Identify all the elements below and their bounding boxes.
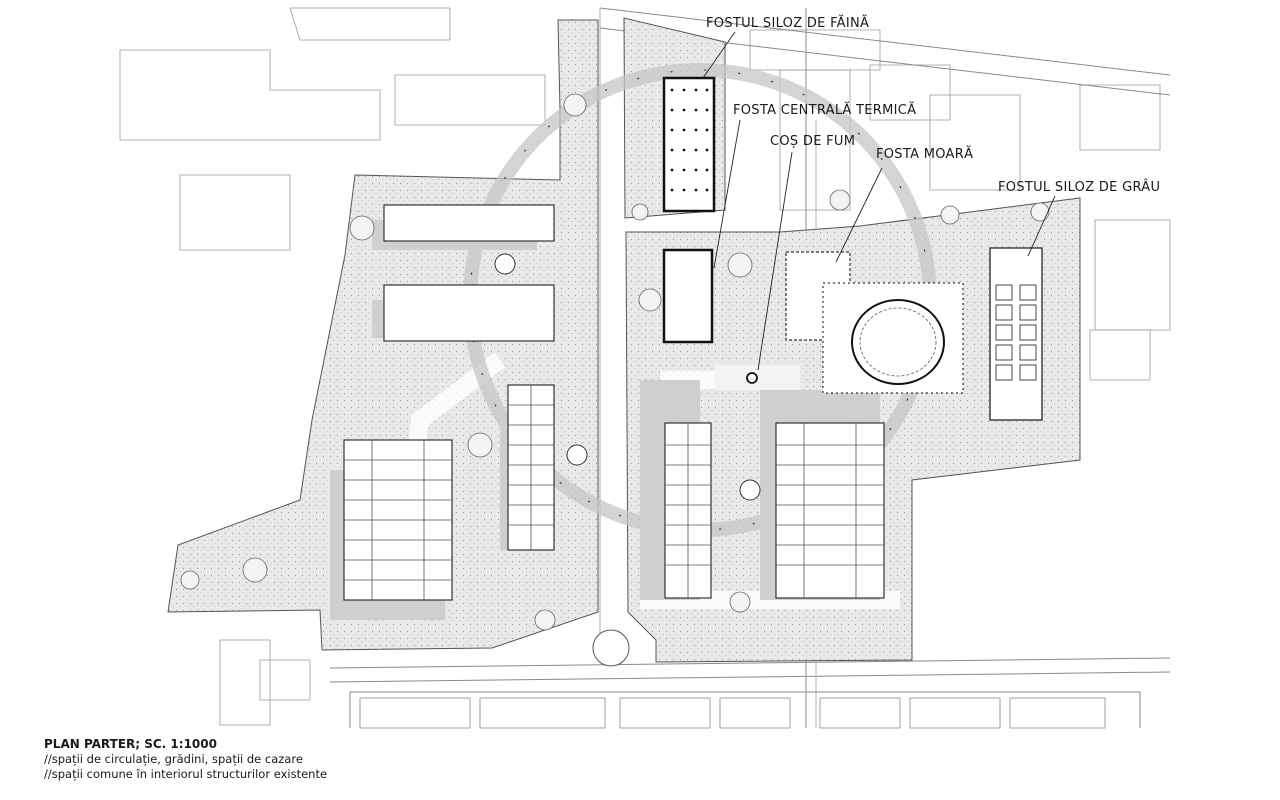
label-chimney: COȘ DE FUM <box>770 134 855 149</box>
street-blocks <box>359 697 1106 729</box>
caption-line-circulation: //spații de circulație, grădini, spații … <box>44 752 303 766</box>
thermal-plant-building <box>662 248 714 344</box>
oval-hall <box>851 299 945 385</box>
caption-title: PLAN PARTER; SC. 1:1000 <box>44 737 217 751</box>
plan-caption: PLAN PARTER; SC. 1:1000 //spații de circ… <box>44 736 327 782</box>
chimney <box>715 365 800 390</box>
wheat-silo-building <box>989 247 1043 421</box>
round-plaza <box>592 629 630 667</box>
round-planters <box>494 253 761 501</box>
flour-silo-building <box>662 76 716 213</box>
caption-line-common-spaces: //spații comune în interiorul structuril… <box>44 767 328 781</box>
context-buildings <box>119 7 1171 726</box>
label-flour-silo: FOSTUL SILOZ DE FĂINĂ <box>706 15 869 31</box>
label-mill: FOSTA MOARĂ <box>876 146 973 162</box>
trees <box>180 93 1050 631</box>
mill-courtyard <box>822 282 964 394</box>
label-leaders <box>702 31 1056 371</box>
label-thermal-plant: FOSTA CENTRALĂ TERMICĂ <box>733 102 916 118</box>
label-wheat-silo: FOSTUL SILOZ DE GRÂU <box>998 179 1160 195</box>
unit-dividers <box>344 385 884 600</box>
